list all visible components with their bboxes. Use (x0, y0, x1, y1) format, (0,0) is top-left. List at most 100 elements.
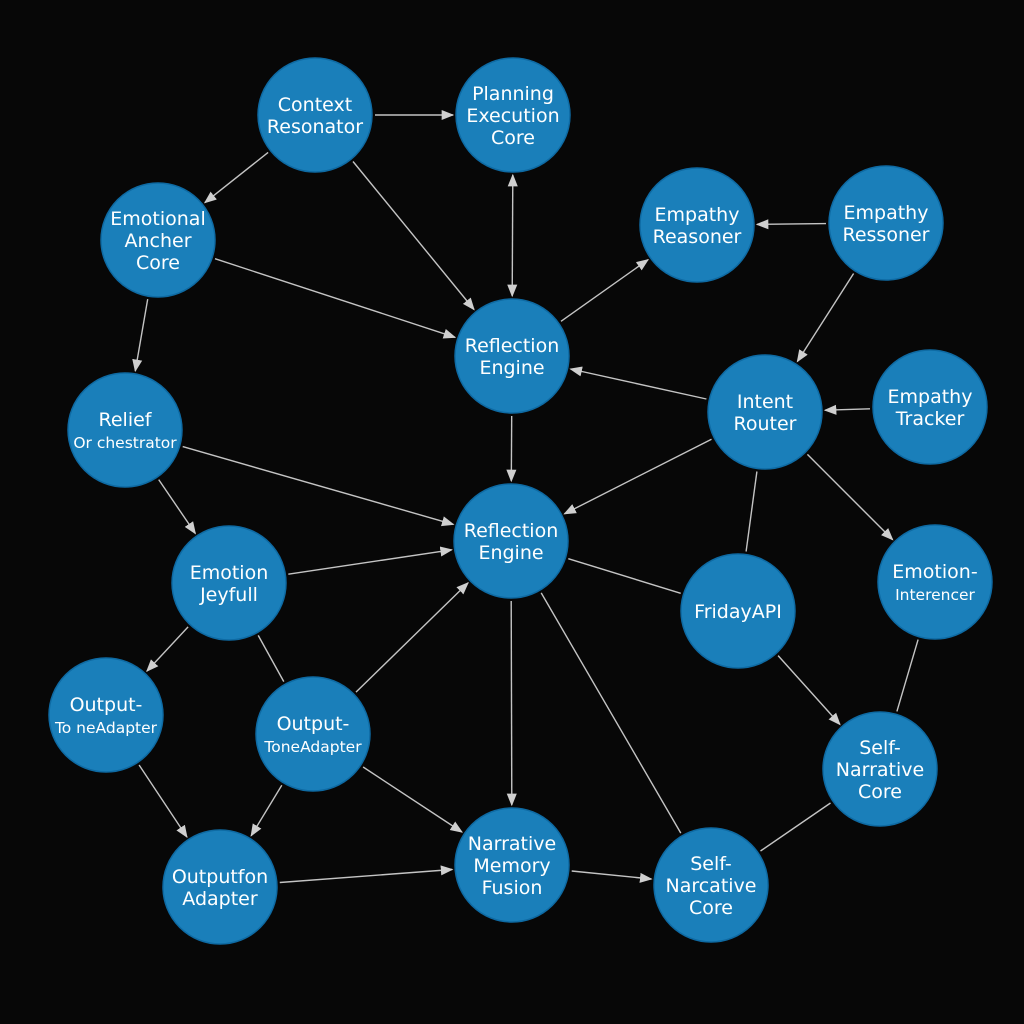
node-label: Narcative (665, 875, 756, 897)
edge-output-tone-adapter-left-to-outputfon-adapter (138, 764, 188, 839)
node-label: Ancher (124, 230, 191, 252)
node-label: Narrative (836, 759, 924, 781)
node-label: Output- (70, 694, 143, 716)
node-label: Or chestrator (73, 434, 177, 452)
node-label: Outputfon (172, 866, 268, 888)
node-label: Self- (690, 853, 732, 875)
node-label: Intent (737, 391, 793, 413)
node-circle (67, 372, 183, 488)
node-label: Ressoner (842, 224, 929, 246)
node-label: Emotional (110, 208, 205, 230)
edge-emotion-jeyfull-to-output-tone-adapter-mid (257, 635, 285, 682)
node-label: Relief (99, 409, 153, 431)
edge-intent-router-to-reflection-engine-top (569, 366, 707, 400)
edge-emotion-jeyfull-to-reflection-engine-main (288, 546, 453, 575)
node-circle (872, 349, 988, 465)
node-circle (822, 711, 938, 827)
node-label: ToneAdapter (263, 738, 362, 756)
node-label: Empathy (888, 386, 973, 408)
node-label: Core (858, 781, 902, 803)
node-circle (171, 525, 287, 641)
edge-narrative-memory-fusion-to-self-narcative-core (571, 870, 653, 883)
node-circle (48, 657, 164, 773)
node-label: To neAdapter (54, 719, 158, 737)
node-label: Fusion (482, 877, 543, 899)
node-circle (162, 829, 278, 945)
edge-self-narrative-core-right-to-self-narcative-core (760, 802, 831, 852)
node-circle (453, 483, 569, 599)
edges-layer (132, 109, 919, 884)
node-circle (680, 553, 796, 669)
node-output-tone-adapter-left[interactable]: Output- To neAdapter (48, 657, 164, 773)
node-label: Core (491, 127, 535, 149)
edge-emotional-ancher-core-to-reflection-engine-top (214, 258, 457, 339)
node-label: Reflection (465, 335, 560, 357)
edge-intent-router-to-emotion-interencer (806, 453, 894, 541)
edge-context-resonator-to-emotional-ancher-core (203, 151, 269, 204)
edge-empathy-ressoner-to-intent-router (796, 273, 855, 363)
edge-reflection-engine-main-to-fridayapi (568, 558, 681, 594)
edge-reflection-engine-top-to-empathy-reasoner (560, 258, 650, 322)
node-output-tone-adapter-mid[interactable]: Output-ToneAdapter (255, 676, 371, 792)
node-label: Emotion (190, 562, 269, 584)
node-label: Core (689, 897, 733, 919)
node-label: Reflection (464, 520, 559, 542)
node-label: Memory (473, 855, 550, 877)
node-label: Resonator (267, 116, 363, 138)
edge-relief-orchestrator-to-reflection-engine-main (182, 445, 455, 527)
edge-empathy-tracker-to-intent-router (823, 404, 871, 415)
node-circle (454, 298, 570, 414)
edge-output-tone-adapter-mid-to-narrative-memory-fusion (362, 766, 463, 833)
node-label: Router (734, 413, 797, 435)
edge-intent-router-to-reflection-engine-main (563, 438, 712, 515)
edge-empathy-ressoner-to-empathy-reasoner (755, 219, 827, 230)
node-fridayapi[interactable]: FridayAPI (680, 553, 796, 669)
edge-outputfon-adapter-to-narrative-memory-fusion (279, 865, 454, 884)
edge-fridayapi-to-self-narrative-core-right (777, 655, 841, 726)
node-circle (828, 165, 944, 281)
edge-context-resonator-to-reflection-engine-top (352, 161, 475, 311)
node-circle (454, 807, 570, 923)
node-circle (257, 57, 373, 173)
edge-planning-execution-core-to-reflection-engine-top (507, 173, 518, 298)
node-label: FridayAPI (694, 601, 782, 623)
node-label: Empathy (844, 202, 929, 224)
node-emotion-interencer[interactable]: Emotion-Interencer (877, 524, 993, 640)
node-label: Self- (859, 737, 901, 759)
node-circle (455, 57, 571, 173)
edge-output-tone-adapter-mid-to-outputfon-adapter (250, 784, 283, 837)
node-label: Context (278, 94, 352, 116)
node-circle (707, 354, 823, 470)
node-circle (255, 676, 371, 792)
node-label: Core (136, 252, 180, 274)
edge-reflection-engine-main-to-narrative-memory-fusion (506, 600, 517, 807)
node-relief-orchestrator[interactable]: Relief Or chestrator (67, 372, 183, 488)
node-label: Emotion- (892, 561, 977, 583)
node-label: Planning (472, 83, 554, 105)
node-circle (653, 827, 769, 943)
node-circle (100, 182, 216, 298)
edge-emotion-jeyfull-to-output-tone-adapter-left (146, 626, 189, 673)
edge-emotional-ancher-core-to-relief-orchestrator (132, 298, 149, 373)
node-circle (877, 524, 993, 640)
node-label: Engine (478, 542, 543, 564)
node-circle (639, 167, 755, 283)
edge-output-tone-adapter-mid-to-reflection-engine-main (355, 582, 469, 693)
node-label: Narrative (468, 833, 556, 855)
node-label: Tracker (895, 408, 965, 430)
